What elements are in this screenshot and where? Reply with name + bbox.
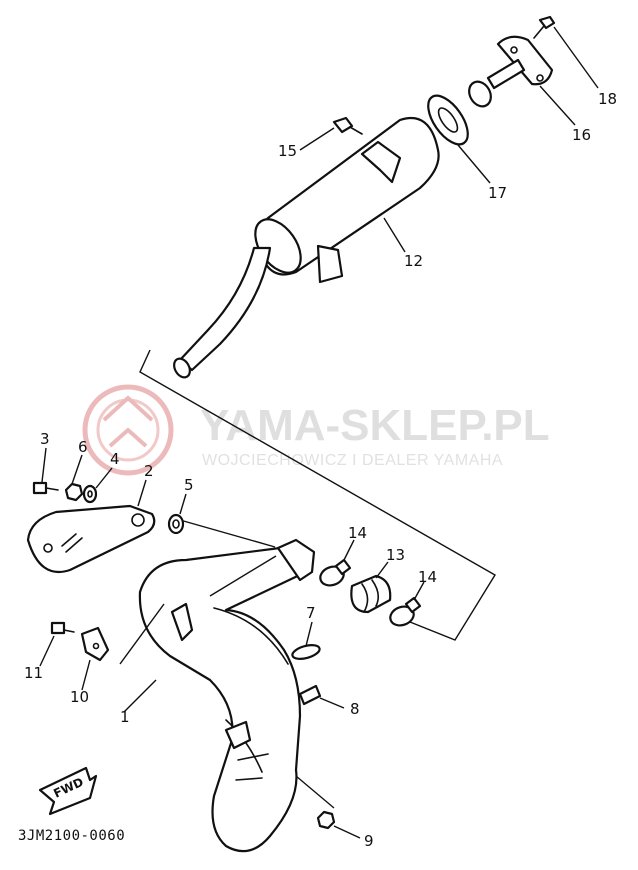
callout-7: 7 bbox=[306, 604, 316, 622]
part-10-bracket bbox=[80, 626, 110, 691]
callout-12: 12 bbox=[404, 252, 423, 270]
part-12-silencer bbox=[173, 116, 440, 379]
part-9-nut bbox=[295, 775, 361, 839]
part-7-gasket bbox=[291, 621, 321, 660]
part-15-bolt bbox=[299, 116, 363, 151]
part-11-bolt bbox=[39, 621, 75, 667]
part-17-gasket bbox=[427, 94, 491, 184]
callout-16: 16 bbox=[572, 126, 591, 144]
watermark-brand: YAMA-SKLEP.PL bbox=[200, 401, 550, 450]
part-6-nut bbox=[64, 454, 84, 502]
callout-2: 2 bbox=[144, 462, 154, 480]
yamaha-logo-watermark bbox=[82, 384, 174, 476]
assembly-frame-lines bbox=[139, 349, 496, 641]
callout-15: 15 bbox=[278, 142, 297, 160]
part-16-spark-arrester bbox=[468, 35, 576, 126]
part-4-washer bbox=[82, 467, 113, 504]
part-2-bracket bbox=[26, 479, 156, 574]
callout-18: 18 bbox=[598, 90, 617, 108]
part-18-bolt bbox=[533, 15, 599, 89]
part-14-clamp-right bbox=[389, 581, 425, 627]
callout-9: 9 bbox=[364, 832, 374, 850]
callout-4: 4 bbox=[110, 450, 120, 468]
part-13-exhaust-joint bbox=[350, 561, 392, 614]
drawing-code: 3JM2100-0060 bbox=[18, 828, 125, 844]
callout-14a: 14 bbox=[348, 524, 367, 542]
watermark-tagline: WOJCIECHOWICZ I DEALER YAMAHA bbox=[202, 452, 503, 469]
part-1-exhaust-pipe bbox=[119, 538, 316, 853]
watermark: YAMA-SKLEP.PL WOJCIECHOWICZ I DEALER YAM… bbox=[82, 384, 550, 476]
callout-1: 1 bbox=[120, 708, 130, 726]
callout-6: 6 bbox=[78, 438, 88, 456]
callout-11: 11 bbox=[24, 664, 43, 682]
callout-labels: 3 6 4 2 5 1 7 8 9 10 11 12 13 14 14 15 1… bbox=[24, 90, 617, 850]
callout-5: 5 bbox=[184, 476, 194, 494]
callout-13: 13 bbox=[386, 546, 405, 564]
callout-10: 10 bbox=[70, 688, 89, 706]
fwd-arrow-icon: FWD bbox=[38, 766, 98, 816]
callout-14b: 14 bbox=[418, 568, 437, 586]
callout-8: 8 bbox=[350, 700, 360, 718]
callout-3: 3 bbox=[40, 430, 50, 448]
part-5-washer bbox=[167, 493, 187, 535]
part-3-bolt bbox=[32, 447, 59, 495]
part-8-stud bbox=[298, 684, 345, 709]
callout-17: 17 bbox=[488, 184, 507, 202]
part-14-clamp-left bbox=[319, 539, 355, 587]
